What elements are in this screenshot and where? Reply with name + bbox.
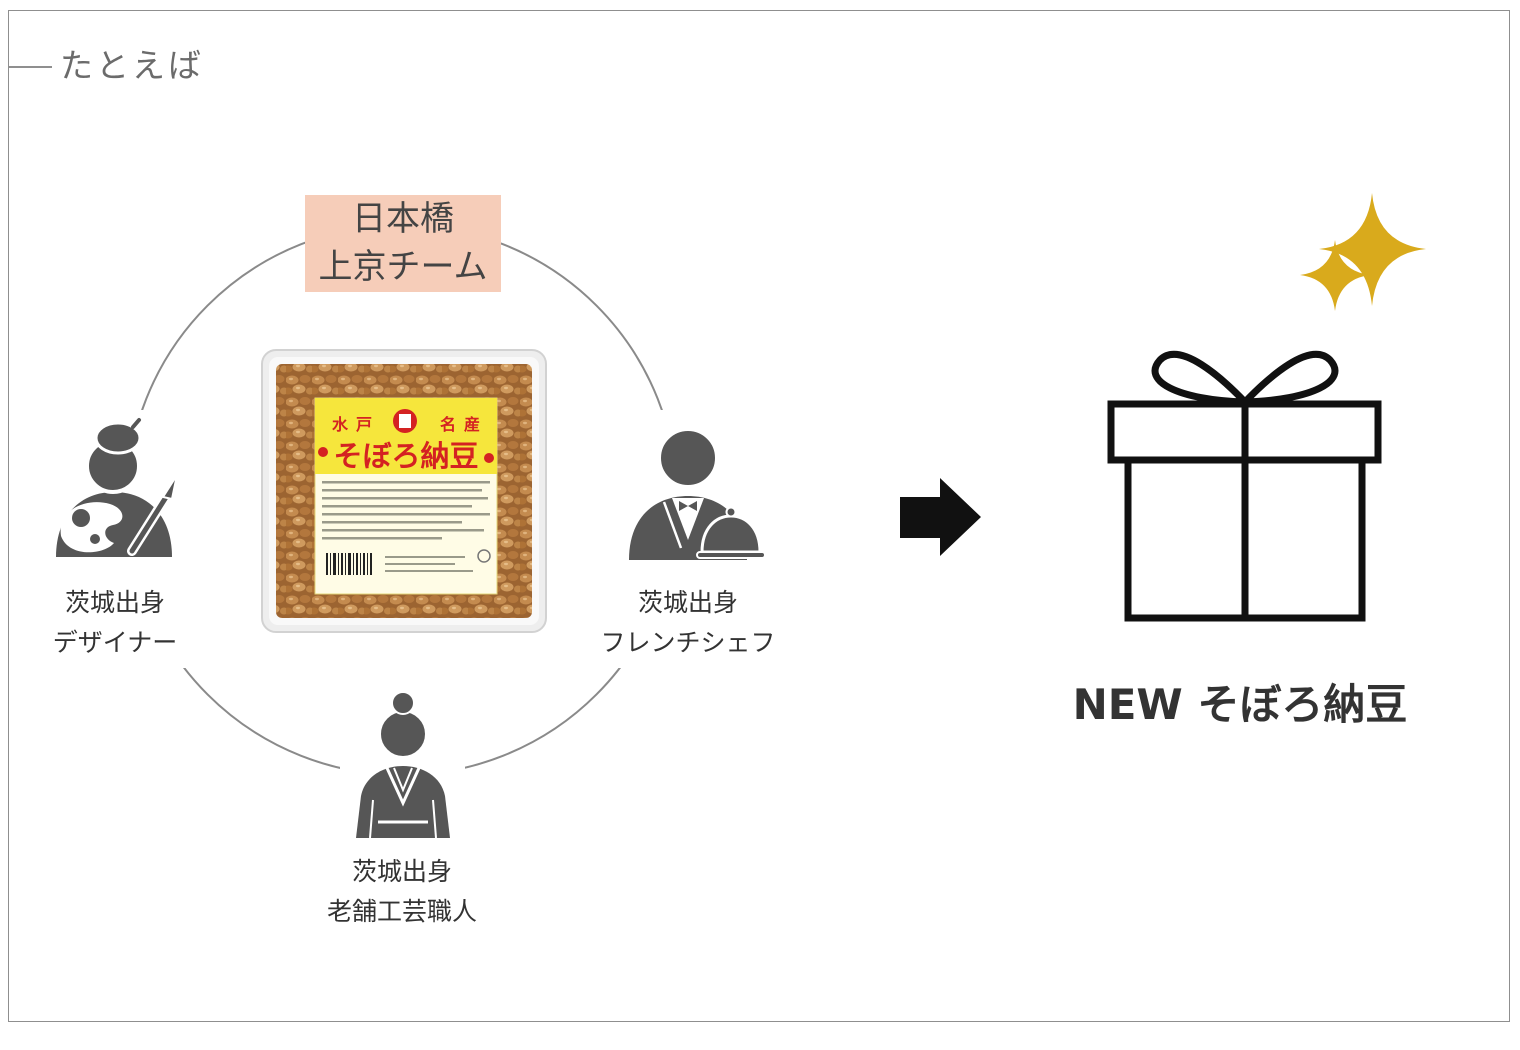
sleeve-line-right [432, 799, 437, 839]
paint-dab [90, 534, 100, 544]
bow-tie [679, 501, 697, 511]
artisan-icon [356, 691, 450, 839]
team-label: 日本橋 上京チーム [305, 195, 501, 292]
package-label: 水戸 名産 そぼろ納豆 [314, 397, 498, 595]
member-origin: 茨城出身 [64, 588, 165, 617]
lapel-line [662, 501, 683, 549]
label-flower-decoration [318, 447, 328, 457]
hair-bun [391, 691, 415, 715]
team-label-line1: 日本橋 [352, 199, 454, 239]
barcode-bar [333, 553, 336, 575]
barcode-bar [356, 553, 358, 575]
bow-loop-left [1151, 350, 1254, 406]
barcode-bar [338, 553, 339, 575]
sparkle-large [1319, 193, 1426, 306]
barcode-bar [360, 553, 361, 575]
label-fine-print-line [322, 497, 488, 500]
barcode-bar [326, 553, 328, 575]
label-flower-decoration [484, 453, 494, 463]
artisan-head [377, 708, 429, 760]
barcode-bar [367, 553, 368, 575]
bow-loop-right [1236, 350, 1339, 406]
brush-handle [129, 491, 171, 554]
barcode-bar [341, 553, 343, 575]
label-fine-print-line [322, 529, 484, 532]
gift-box-icon [1107, 350, 1382, 622]
heading-rule [8, 66, 52, 68]
result-title: NEW そぼろ納豆 [1072, 680, 1408, 729]
barcode-bar [348, 553, 351, 575]
member-role: デザイナー [52, 628, 178, 657]
member-origin: 茨城出身 [351, 857, 452, 886]
serving-plate [696, 551, 766, 559]
sleeve-line-left [369, 799, 374, 839]
brush-tip [161, 474, 178, 501]
label-fine-print-line [322, 521, 462, 524]
label-fine-print-line [322, 481, 490, 484]
chef-caption: 茨城出身 フレンチシェフ [558, 583, 818, 663]
barcode-bar [345, 553, 346, 575]
kimono-collar [385, 767, 421, 807]
designer-icon [56, 418, 178, 557]
slide-heading: たとえば [60, 46, 204, 85]
team-label-line2: 上京チーム [318, 247, 488, 287]
barcode-bar [363, 553, 365, 575]
natto-package-photo: 水戸 名産 そぼろ納豆 [261, 349, 547, 633]
label-origin-left: 水戸 [332, 415, 380, 434]
right-arrow-icon [900, 478, 981, 556]
chef-icon [629, 427, 766, 560]
barcode-bar [330, 553, 331, 575]
artisan-caption: 茨城出身 老舗工芸職人 [272, 852, 532, 932]
label-product-name: そぼろ納豆 [333, 439, 478, 473]
label-fine-print-line [322, 537, 442, 540]
barcode-bar [353, 553, 354, 575]
label-fine-print-line [385, 563, 455, 565]
label-fine-print-line [322, 489, 482, 492]
label-fine-print-line [385, 570, 473, 572]
cloche-knob [725, 506, 737, 518]
paint-dab [72, 509, 90, 527]
designer-caption: 茨城出身 デザイナー [0, 583, 245, 663]
label-origin-right: 名産 [440, 415, 488, 434]
label-fine-print-line [322, 513, 490, 516]
label-fine-print-line [385, 556, 465, 558]
member-origin: 茨城出身 [637, 588, 738, 617]
beret-stem [131, 418, 141, 429]
member-role: フレンチシェフ [600, 628, 776, 657]
barcode-bar [370, 553, 372, 575]
member-role: 老舗工芸職人 [326, 897, 477, 926]
sparkle-icon [1300, 193, 1426, 311]
slide-frame [8, 10, 1510, 1022]
label-recycle-mark [477, 549, 491, 563]
chef-head [657, 427, 719, 489]
kimono-collar-inner [393, 767, 413, 793]
label-fine-print-line [322, 505, 472, 508]
beret [94, 421, 142, 455]
label-emblem-mark [399, 414, 411, 428]
sparkle-small [1300, 240, 1370, 311]
